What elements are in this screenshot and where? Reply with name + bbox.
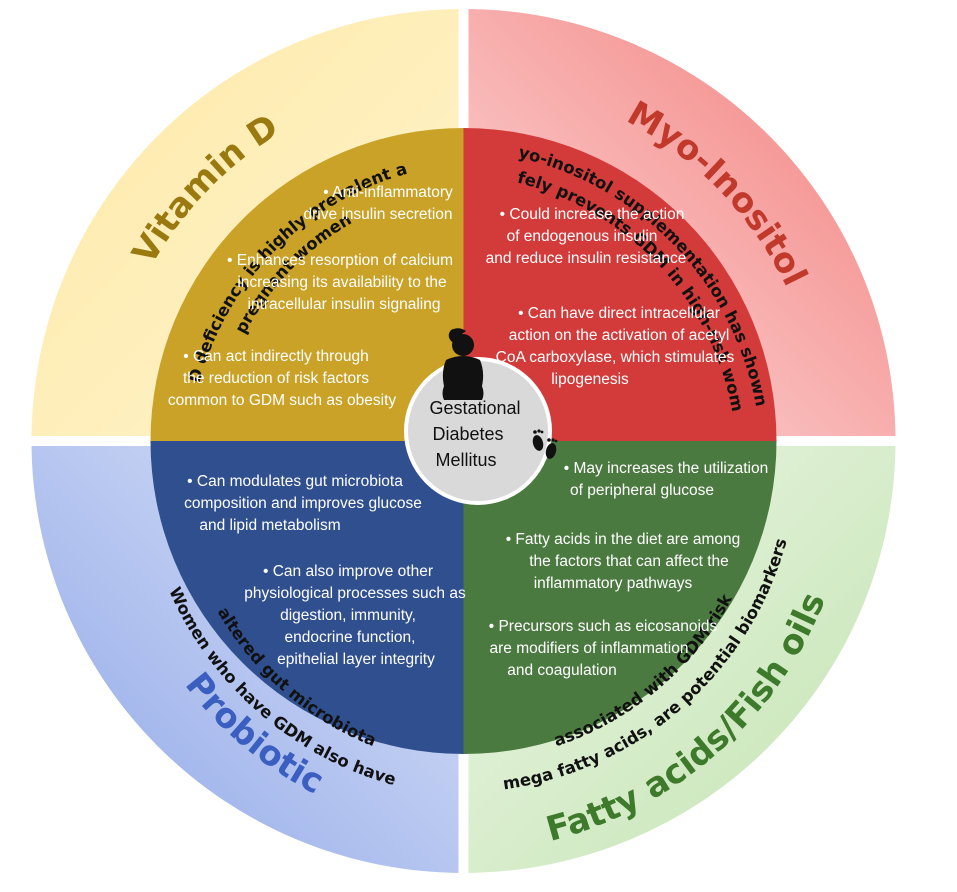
bullet-line: • Can act indirectly through <box>183 348 369 365</box>
bullet-line: • Can also improve other <box>263 563 433 580</box>
bullet-line: of peripheral glucose <box>570 482 714 499</box>
bullet-line: of endogenous insulin <box>507 228 658 245</box>
bullet-line: the reduction of risk factors <box>183 370 369 387</box>
bullet-line: CoA carboxylase, which stimulates <box>496 349 735 366</box>
bullet-line: epithelial layer integrity <box>277 651 435 668</box>
footprints-icon <box>532 429 558 459</box>
mother-baby-icon <box>442 328 484 400</box>
bullet-line: • Could increase the action <box>500 206 685 223</box>
bullet-line: physiological processes such as <box>244 585 466 602</box>
bullet-line: the factors that can affect the <box>529 553 729 570</box>
bullet-line: • May increases the utilization <box>564 460 768 477</box>
bullet-line: and coagulation <box>507 662 616 679</box>
fatty-acids-bullets: • May increases the utilization of perip… <box>489 460 769 679</box>
bullet-line: are modifiers of inflammation <box>490 640 689 657</box>
quadrant-inner-myo-inositol <box>463 128 777 441</box>
bullet-line: • Can have direct intracellular <box>518 305 720 322</box>
quadrant-inner-vitamin-d <box>150 128 464 441</box>
bullet-line: • Anti-inflammatory <box>323 184 453 201</box>
bullet-line: and reduce insulin resistance <box>486 250 687 267</box>
bullet-line: drive insulin secretion <box>303 206 452 223</box>
bullet-line: and lipid metabolism <box>199 517 340 534</box>
quadrant-inner-probiotic <box>150 441 464 754</box>
quadrant-inner-fatty-acids <box>463 441 777 754</box>
myo-inositol-bullets: • Could increase the action of endogenou… <box>486 206 735 388</box>
vitamin-d-bullets: • Anti-inflammatory drive insulin secret… <box>168 184 453 409</box>
center-title-line-1: Gestational <box>429 398 520 418</box>
bullet-line: • Can modulates gut microbiota <box>187 473 403 490</box>
bullet-line: • Fatty acids in the diet are among <box>506 531 741 548</box>
probiotic-bullets: • Can modulates gut microbiota compositi… <box>184 473 466 668</box>
bullet-line: • Enhances resorption of calcium <box>227 252 453 269</box>
center-title-line-2: Diabetes <box>432 424 503 444</box>
bullet-line: • Precursors such as eicosanoids <box>489 618 718 635</box>
center-title-line-3: Mellitus <box>435 450 496 470</box>
center-circle <box>404 357 552 505</box>
bullet-line: lipogenesis <box>551 371 629 388</box>
bullet-line: intracellular insulin signaling <box>248 296 441 313</box>
bullet-line: increasing its availability to the <box>237 274 446 291</box>
bullet-line: common to GDM such as obesity <box>168 392 397 409</box>
bullet-line: action on the activation of acetyl <box>509 327 730 344</box>
bullet-line: inflammatory pathways <box>534 575 693 592</box>
bullet-line: composition and improves glucose <box>184 495 422 512</box>
bullet-line: endocrine function, <box>285 629 416 646</box>
bullet-line: digestion, immunity, <box>280 607 416 624</box>
